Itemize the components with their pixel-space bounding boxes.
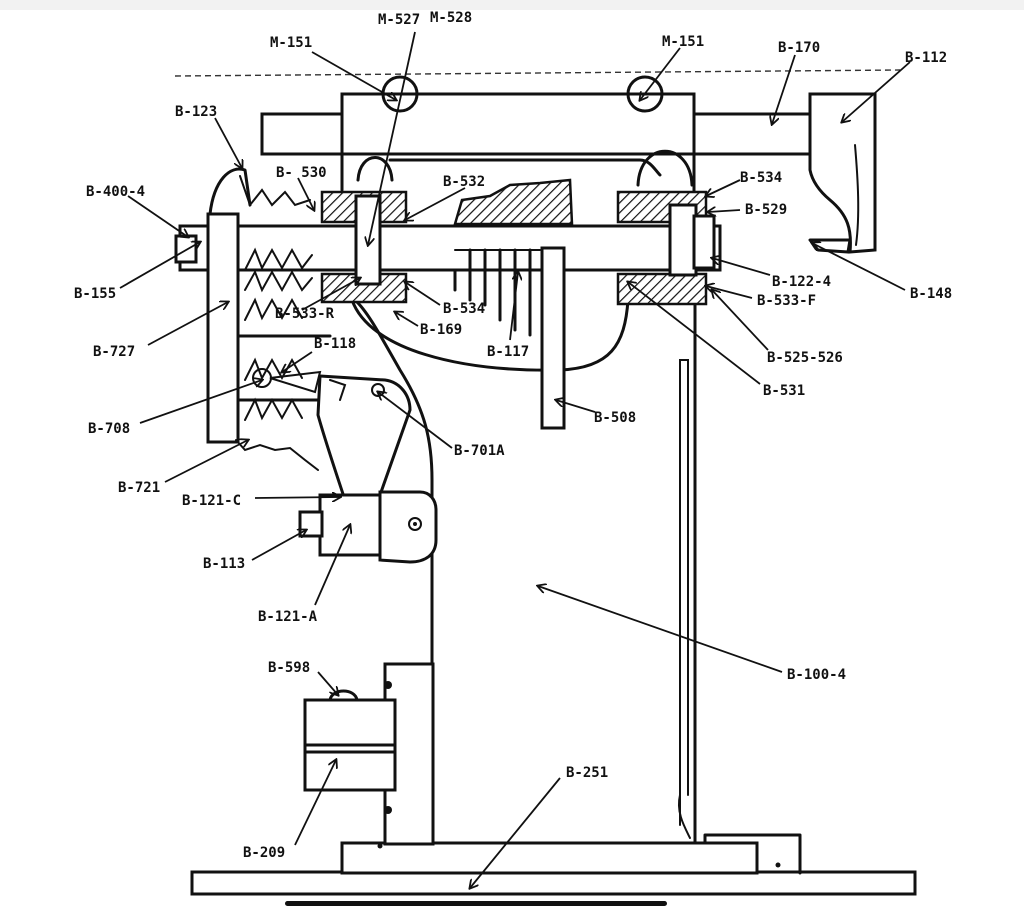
base-plate — [190, 833, 917, 896]
label-b251: B-251 — [566, 765, 608, 781]
label-b123: B-123 — [175, 104, 217, 120]
label-b708: B-708 — [88, 421, 130, 437]
label-b534-top: B-534 — [740, 170, 782, 186]
label-b148: B-148 — [910, 286, 952, 302]
label-b121-c: B-121-C — [182, 493, 241, 509]
reference-line — [174, 69, 901, 77]
label-b721: B-721 — [118, 480, 160, 496]
label-b532: B-532 — [443, 174, 485, 190]
label-b508: B-508 — [594, 410, 636, 426]
label-b113: B-113 — [203, 556, 245, 572]
overarm — [260, 75, 824, 197]
leader-lines — [119, 31, 911, 888]
label-b155: B-155 — [74, 286, 116, 302]
label-b598: B-598 — [268, 660, 310, 676]
label-m528: M-528 — [430, 10, 472, 26]
label-b530: B- 530 — [276, 165, 327, 181]
label-b209: B-209 — [243, 845, 285, 861]
top-band — [0, 0, 1024, 10]
label-m527: M-527 — [378, 12, 420, 28]
clamp-block — [298, 490, 438, 564]
label-b531: B-531 — [763, 383, 805, 399]
scroll-indicator[interactable] — [285, 901, 667, 906]
label-b112: B-112 — [905, 50, 947, 66]
label-b121-a: B-121-A — [258, 609, 318, 625]
bearing-housings — [320, 178, 716, 306]
lower-bracket — [303, 662, 435, 846]
label-m151-right: M-151 — [662, 34, 704, 50]
label-b533-f: B-533-F — [757, 293, 816, 309]
lever-arm — [316, 374, 412, 502]
label-b100-4: B-100-4 — [787, 667, 846, 683]
gear-assembly — [453, 246, 566, 430]
part-labels: M-151 M-527 M-528 M-151 B-170 B-112 B-12… — [74, 10, 952, 861]
right-bracket — [808, 92, 877, 254]
main-column — [350, 298, 697, 845]
label-b533-r: B-533-R — [275, 306, 335, 322]
label-b118: B-118 — [314, 336, 356, 352]
label-b122-4: B-122-4 — [772, 274, 831, 290]
label-b701a: B-701A — [454, 443, 505, 459]
label-b534-bottom: B-534 — [443, 301, 485, 317]
main-shaft — [174, 224, 722, 272]
label-m151-left: M-151 — [270, 35, 312, 51]
pulley-stack — [206, 167, 332, 471]
label-b525-526: B-525-526 — [767, 350, 843, 366]
label-b400-4: B-400-4 — [86, 184, 145, 200]
label-b169: B-169 — [420, 322, 462, 338]
label-b117: B-117 — [487, 344, 529, 360]
label-b170: B-170 — [778, 40, 820, 56]
label-b529: B-529 — [745, 202, 787, 218]
label-b727: B-727 — [93, 344, 135, 360]
